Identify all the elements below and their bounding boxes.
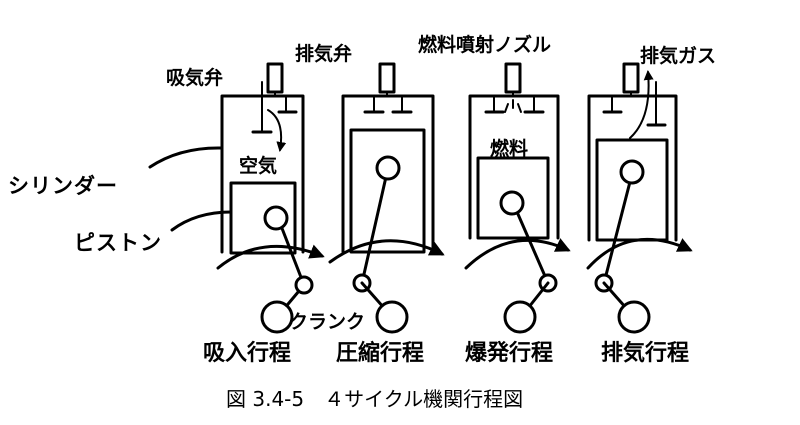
exhaust-valve-2: [391, 95, 413, 114]
injector-2: [378, 62, 396, 94]
fuel-nozzle-label: 燃料噴射ノズル: [418, 33, 551, 56]
crank-label: クランク: [289, 311, 365, 333]
injector-1: [266, 62, 284, 94]
connecting-rod-2: [360, 166, 390, 285]
piston-4: [595, 138, 669, 242]
intake-valve-label: 吸気弁: [166, 66, 223, 89]
rotation-arrow-2: [328, 239, 445, 264]
connecting-rod-3: [512, 203, 550, 285]
air-label: 空気: [239, 154, 277, 177]
rotation-arrow-1: [216, 244, 325, 270]
fuel-label: 燃料: [490, 137, 528, 160]
stroke-2-compression: [328, 62, 445, 334]
wrist-pin-1: [263, 205, 289, 231]
injector-4: [622, 62, 640, 94]
cylinder-label: シリンダー: [8, 174, 118, 198]
crankshaft-4: [617, 300, 651, 334]
stroke-4-exhaust: [586, 62, 693, 334]
intake-valve-2: [363, 95, 385, 114]
exhaust-gas-label: 排気ガス: [640, 44, 716, 67]
crank-pin-1: [294, 275, 314, 295]
cylinder-leader-line: [148, 146, 224, 169]
stroke-name-power: 爆発行程: [465, 340, 553, 366]
wrist-pin-4: [619, 159, 645, 185]
stroke-name-exhaust: 排気行程: [601, 340, 689, 366]
crankshaft-2: [375, 300, 409, 334]
connecting-rod-1: [276, 216, 306, 287]
piston-2: [349, 128, 426, 254]
intake-valve-4: [602, 95, 623, 114]
crankshaft-3: [503, 300, 537, 334]
rotation-arrow-3: [464, 238, 571, 270]
stroke-1-intake: [216, 62, 325, 334]
wrist-pin-2: [375, 155, 401, 181]
piston-leader-line: [170, 210, 233, 232]
stroke-name-compression: 圧縮行程: [336, 340, 424, 366]
rotation-arrow-4: [586, 237, 693, 270]
stroke-3-power: [464, 62, 571, 334]
wrist-pin-3: [499, 190, 525, 216]
exhaust-valve-label: 排気弁: [295, 42, 352, 65]
exhaust-valve-1: [277, 95, 298, 114]
crankshaft-1: [260, 300, 294, 334]
air-flow-arrow: [267, 109, 287, 152]
figure-caption: 図 3.4-5 ４サイクル機関行程図: [226, 387, 523, 411]
exhaust-flow-arrow: [629, 70, 654, 139]
piston-label: ピストン: [74, 231, 162, 255]
exhaust-valve-3: [523, 95, 545, 114]
connecting-rod-4: [602, 172, 634, 285]
intake-valve-1: [251, 81, 273, 134]
stroke-name-intake: 吸入行程: [203, 340, 291, 366]
injector-3: [504, 62, 522, 94]
fuel-spray: [504, 99, 522, 113]
exhaust-valve-4: [646, 81, 667, 127]
cylinder-4-wall: [587, 94, 678, 242]
intake-valve-3: [484, 95, 505, 114]
